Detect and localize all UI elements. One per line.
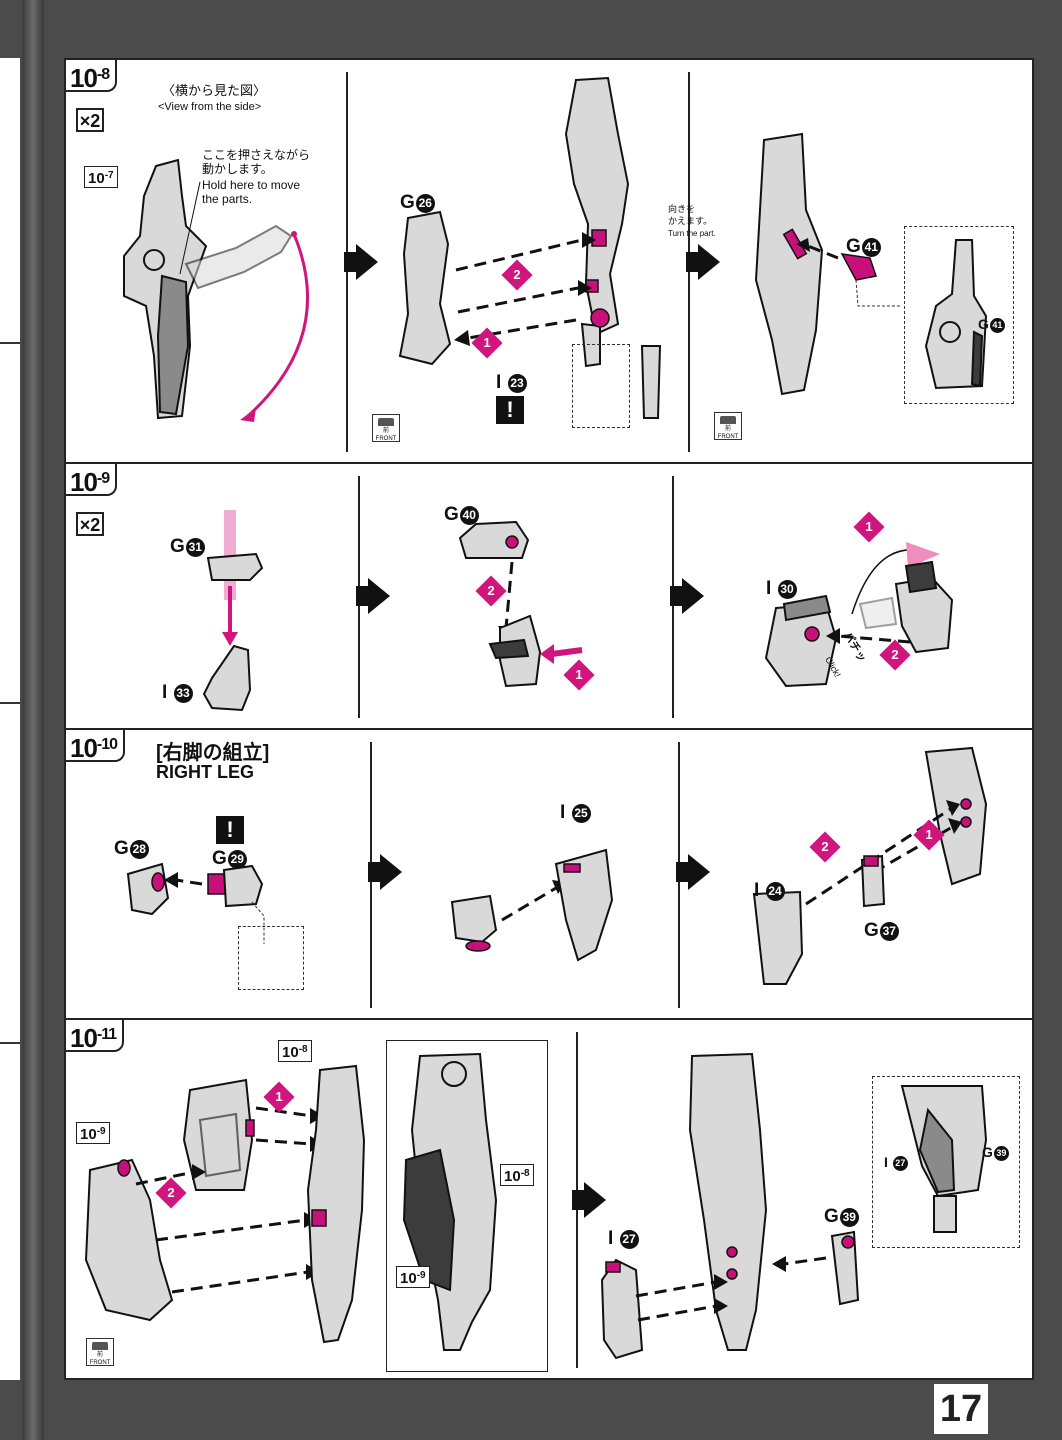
detail-inset — [904, 226, 1014, 404]
turn-note-jp-1: 向きを — [668, 204, 696, 214]
hold-note-jp-2: 動かします。 — [202, 162, 273, 176]
caution-icon: ! — [216, 816, 244, 844]
next-arrow — [572, 1182, 606, 1218]
order-marker-1: 1 — [471, 327, 503, 359]
part-label-i23: I 23 — [496, 372, 527, 394]
turn-note-jp-2: かえます。 — [668, 216, 713, 226]
view-label-jp: 〈横から見た図〉 — [162, 83, 267, 98]
next-arrow — [368, 854, 402, 890]
instruction-page: 10-8 ×2 〈横から見た図〉 <View from the side> 10… — [64, 58, 1034, 1380]
next-arrow — [356, 578, 390, 614]
section-title-jp: [右脚の組立] — [156, 742, 270, 764]
ref-step-10-8-inset: 10-8 — [500, 1164, 534, 1186]
part-label-i27: I 27 — [608, 1228, 639, 1250]
inset-foot-illustration — [900, 1085, 988, 1233]
part-label-i27-inset: I 27 — [884, 1154, 908, 1171]
order-marker-2: 2 — [809, 831, 841, 863]
detail-inset — [872, 1076, 1020, 1248]
order-marker-2: 2 — [475, 575, 507, 607]
leg-side-view-illustration — [123, 158, 310, 422]
section-title-en: RIGHT LEG — [156, 762, 254, 782]
foot-attach-illustration — [600, 1052, 860, 1360]
order-marker-2: 2 — [155, 1177, 187, 1209]
leg-rotated-illustration — [754, 132, 900, 396]
order-marker-1: 1 — [563, 659, 595, 691]
hold-note-jp-1: ここを押さえながら — [202, 148, 311, 162]
page-number: 17 — [934, 1384, 988, 1434]
detail-inset — [238, 926, 304, 990]
book-gutter — [22, 0, 44, 1440]
order-marker-2: 2 — [879, 639, 911, 671]
hold-note-en-2: the parts. — [202, 192, 253, 206]
part-label-i25: I 25 — [560, 802, 591, 824]
step-number: 10-11 — [66, 1020, 125, 1053]
ankle-joint-illustration — [126, 862, 265, 944]
ref-step-10-7: 10-7 — [84, 166, 118, 188]
turn-note-en: Turn the part. — [668, 229, 716, 238]
knee-click-illustration — [764, 542, 954, 688]
part-label-i33: I 33 — [162, 682, 193, 704]
inset-leg-illustration — [924, 239, 988, 390]
hold-note-en-1: Hold here to move — [202, 178, 301, 192]
next-arrow — [686, 244, 720, 280]
part-label-i24: I 24 — [754, 880, 785, 902]
previous-page-edge — [0, 58, 20, 1380]
step-number: 10-10 — [66, 730, 126, 763]
ankle-attach-illustration — [450, 848, 614, 962]
order-marker-1: 1 — [913, 819, 945, 851]
part-label-i30: I 30 — [766, 578, 797, 600]
assembled-leg-illustration — [402, 1052, 498, 1351]
leg-final-assembly-illustration — [84, 1064, 366, 1344]
order-marker-2: 2 — [501, 259, 533, 291]
step-number: 10-9 — [66, 464, 118, 497]
hip-joint-illustration — [202, 510, 264, 712]
next-arrow — [344, 244, 378, 280]
order-marker-1: 1 — [263, 1081, 295, 1113]
ankle-frame-illustration — [752, 746, 988, 985]
next-arrow — [676, 854, 710, 890]
assembled-view-box — [386, 1040, 548, 1372]
caution-icon: ! — [496, 396, 524, 424]
leg-assembly-illustration — [398, 76, 662, 419]
step-10-8-row: 10-8 ×2 〈横から見た図〉 <View from the side> 10… — [66, 60, 1032, 464]
ref-step-10-9-inset: 10-9 — [396, 1266, 430, 1288]
knee-joint-illustration — [458, 520, 583, 688]
detail-inset — [572, 344, 630, 428]
multiplier-badge: ×2 — [76, 108, 104, 132]
multiplier-badge: ×2 — [76, 512, 104, 536]
order-marker-1: 1 — [853, 511, 885, 543]
step-number: 10-8 — [66, 60, 118, 93]
ref-step-10-8: 10-8 — [278, 1040, 312, 1062]
view-label-en: <View from the side> — [158, 101, 262, 113]
next-arrow — [670, 578, 704, 614]
ref-step-10-9: 10-9 — [76, 1122, 110, 1144]
